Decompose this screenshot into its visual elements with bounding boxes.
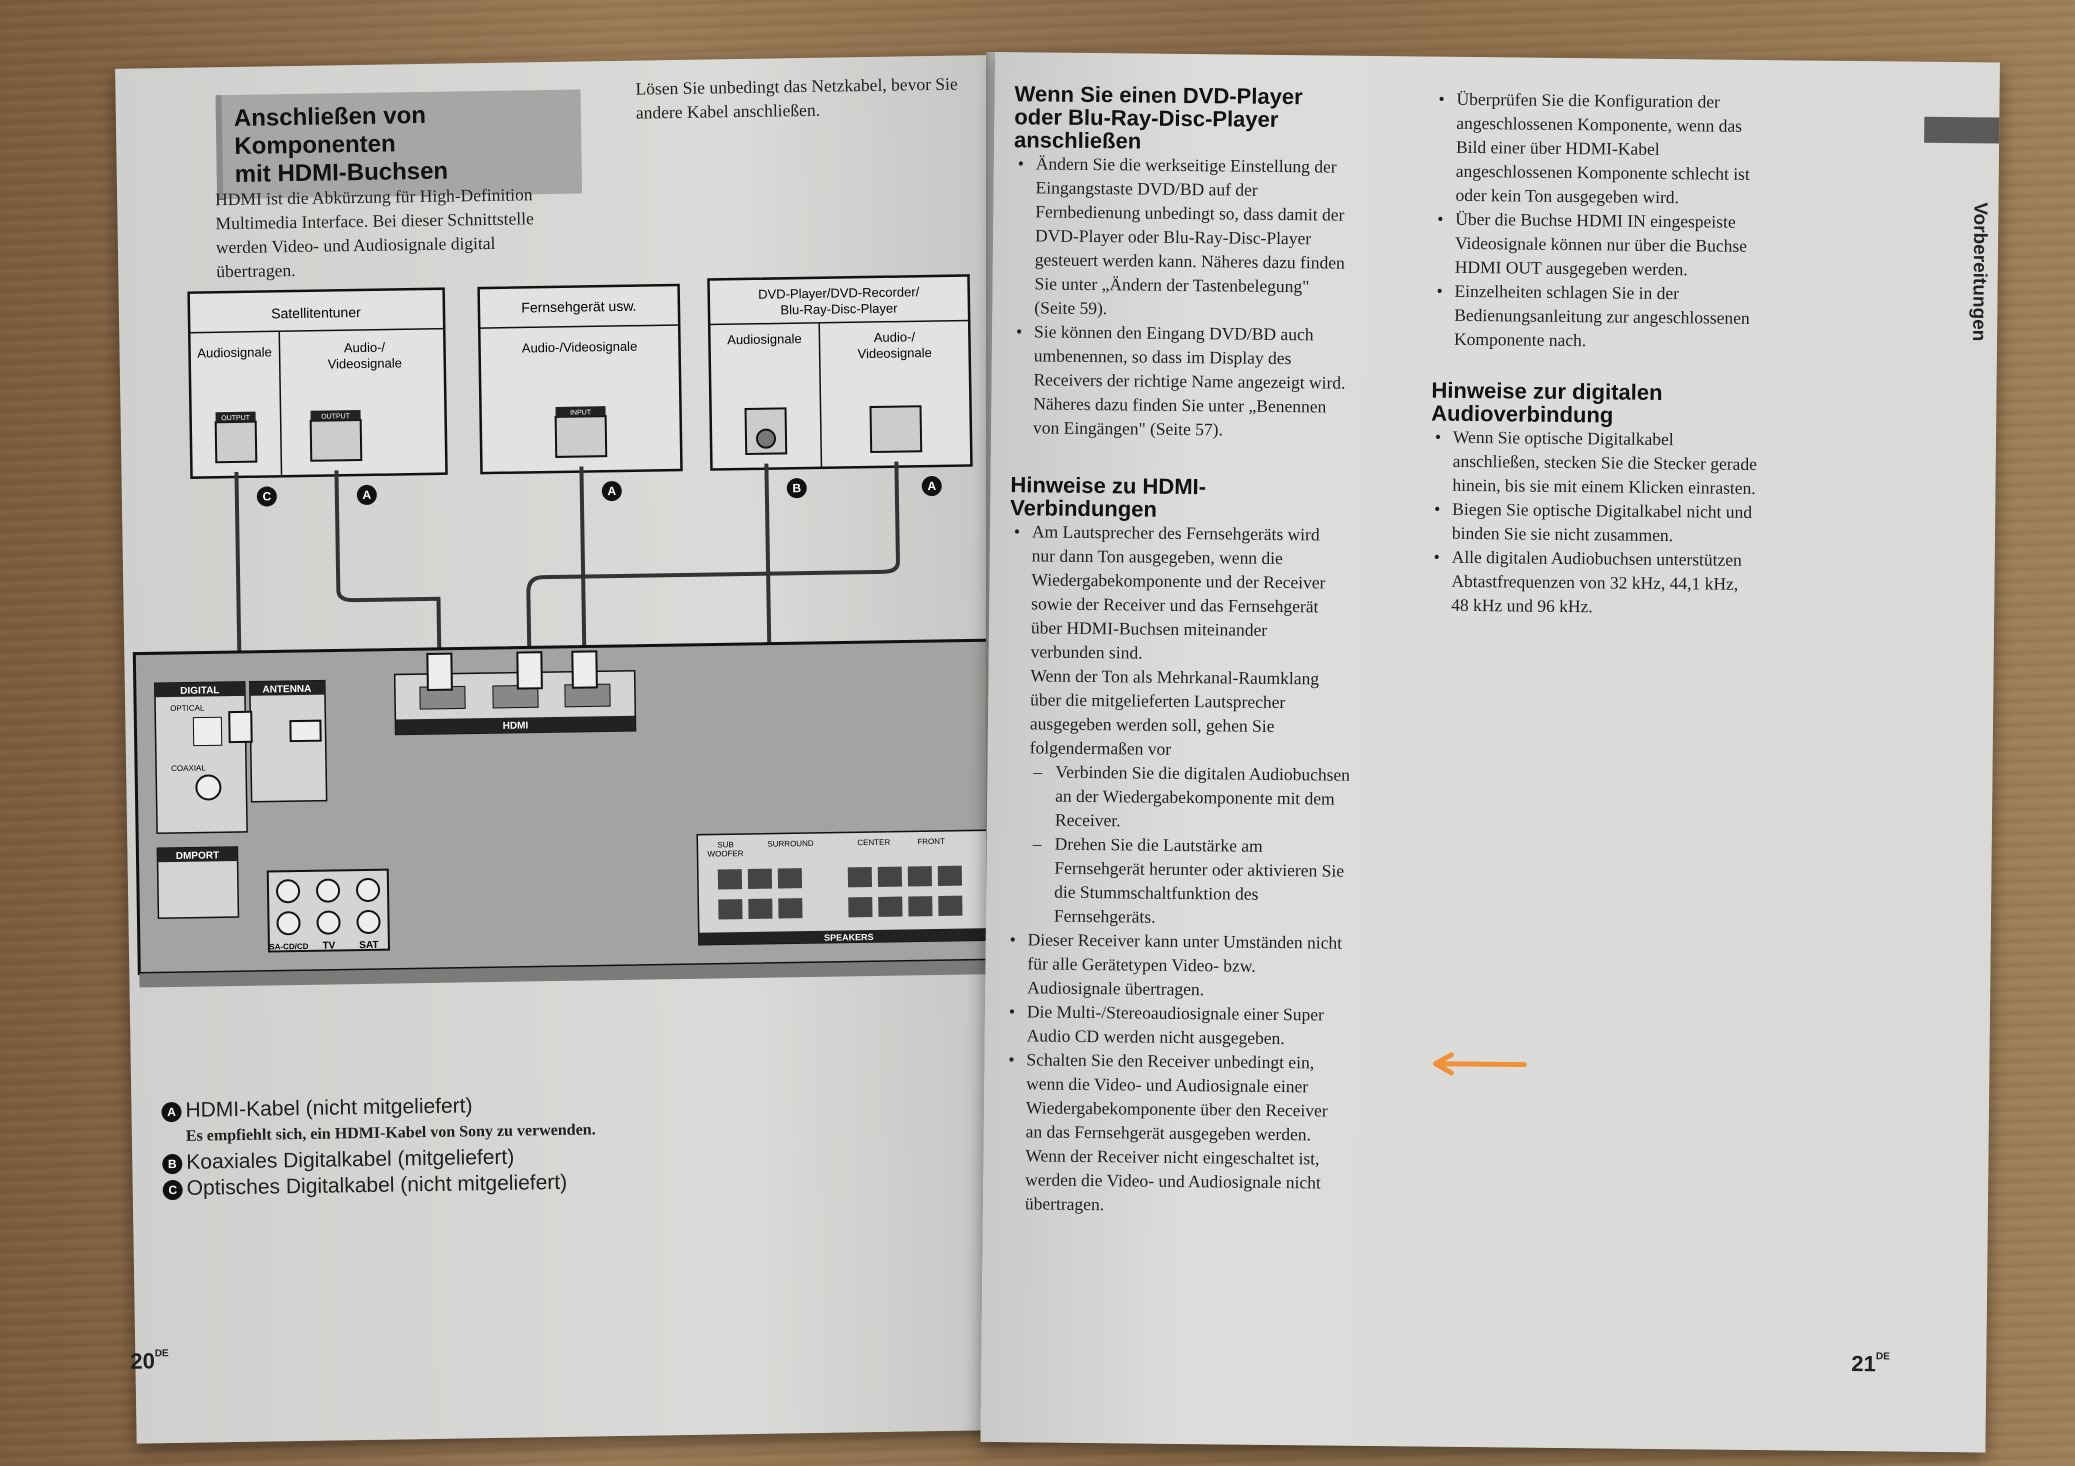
jack-label: OUTPUT: [221, 415, 251, 422]
bullet-item: Biegen Sie optische Digitalkabel nicht u…: [1430, 497, 1850, 549]
legend-marker-a: A: [161, 1101, 182, 1123]
page-number: 21: [1851, 1351, 1876, 1377]
marker-a: A: [362, 488, 371, 502]
cable-markers: C A A B A: [256, 476, 942, 507]
jack-label: OUTPUT: [321, 413, 351, 420]
chapter-tab: [1924, 116, 2000, 144]
legend-text: Optisches Digitalkabel (nicht mitgeliefe…: [186, 1170, 568, 1200]
legend-text: Koaxiales Digitalkabel (mitgeliefert): [186, 1145, 515, 1174]
tv-title: Fernsehgerät usw.: [521, 298, 636, 316]
heading-dvd: Wenn Sie einen DVD-Player oder Blu-Ray-D…: [1014, 81, 1420, 155]
bullet-item: Schalten Sie den Receiver unbedingt ein,…: [1003, 1047, 1410, 1219]
bullet-item: Wenn Sie optische Digitalkabelanschließe…: [1430, 425, 1851, 501]
hdmi-output-jack: [869, 405, 923, 454]
hdmi-cable-sat: [334, 470, 442, 659]
title-line: Anschließen von Komponenten: [233, 101, 427, 160]
column-2: Überprüfen Sie die Konfiguration derange…: [1429, 87, 1855, 621]
optical-output-jack: [214, 420, 258, 464]
page-number-right: 21DE: [1851, 1351, 1890, 1377]
panel-front: FRONT: [917, 837, 945, 846]
panel-digital: DIGITAL: [180, 685, 219, 697]
marker-a: A: [927, 479, 936, 493]
dvd-audio-label: Audiosignale: [727, 331, 802, 347]
panel-center: CENTER: [857, 838, 890, 848]
panel-dmport: DMPORT: [176, 850, 220, 862]
tv-av-label: Audio-/Videosignale: [522, 339, 638, 356]
jack-label-bg: [555, 406, 606, 417]
dvd-title: DVD-Player/DVD-Recorder/: [758, 284, 920, 302]
bullet-item: Ändern Sie die werkseitige Einstellung d…: [1012, 151, 1419, 323]
hdmi-output-jack: [309, 418, 363, 462]
jack-label-bg: [310, 410, 361, 421]
hdmi-cable-tv: [579, 466, 587, 657]
dvd-title: Blu-Ray-Disc-Player: [780, 301, 898, 318]
legend-text: HDMI-Kabel (nicht mitgeliefert): [185, 1094, 473, 1122]
page-left: Anschließen von Komponenten mit HDMI-Buc…: [115, 55, 1017, 1444]
hdmi-input-jack: [554, 415, 608, 458]
jack-label-bg: [215, 411, 256, 423]
legend-marker-c: C: [162, 1179, 183, 1201]
page-right: Vorbereitungen Wenn Sie einen DVD-Player…: [980, 52, 2000, 1453]
panel-coaxial: COAXIAL: [171, 763, 206, 773]
receiver-rear-panel: DIGITAL OPTICAL COAXIAL ANTENNA HDMI DMP…: [132, 638, 1011, 988]
dash-item: Verbinden Sie die digitalen Audiobuchsen…: [1029, 759, 1413, 835]
bullet-item: Sie können den Eingang DVD/BD auchumbene…: [1011, 319, 1417, 443]
cable-plugs: [228, 650, 598, 744]
sat-title: Satellitentuner: [271, 304, 361, 321]
satellite-tuner-box: Satellitentuner Audiosignale Audio-/ Vid…: [187, 287, 448, 479]
page-number: 20: [130, 1348, 156, 1374]
dvd-av-label: Audio-/: [874, 329, 916, 345]
column-1: Wenn Sie einen DVD-Player oder Blu-Ray-D…: [1003, 81, 1420, 1219]
panel-sacd: SA-CD/CD: [269, 942, 308, 952]
tv-box: Fernsehgerät usw. Audio-/Videosignale IN…: [477, 283, 683, 475]
bullet-item: Überprüfen Sie die Konfiguration derange…: [1433, 87, 1854, 211]
marker-c: C: [262, 489, 271, 503]
dash-item: Drehen Sie die Lautstärke amFernsehgerät…: [1028, 831, 1412, 931]
panel-subwoofer: SUB: [717, 840, 734, 849]
text-line: 48 kHz und 96 kHz.: [1451, 594, 1593, 617]
jack-label: INPUT: [570, 409, 592, 416]
panel-antenna: ANTENNA: [262, 684, 311, 696]
legend-marker-b: B: [162, 1153, 183, 1175]
sat-av-label: Audio-/: [344, 340, 386, 356]
warning-text: Lösen Sie unbedingt das Netzkabel, bevor…: [635, 71, 1016, 125]
panel-speakers: SPEAKERS: [824, 932, 874, 943]
bullet-item: Dieser Receiver kann unter Umständen nic…: [1005, 927, 1411, 1003]
heading-digital: Hinweise zur digitalen Audioverbindung: [1431, 378, 1851, 429]
text-line: Komponente nach.: [1453, 328, 1587, 351]
bullet-item: Über die Buchse HDMI IN eingespeisteVide…: [1433, 207, 1854, 283]
bullet-item: Am Lautsprecher des Fernsehgeräts wirdnu…: [1006, 519, 1415, 931]
bullet-item: Alle digitalen Audiobuchsen unterstützen…: [1429, 545, 1850, 621]
sat-audio-label: Audiosignale: [197, 344, 272, 360]
panel-sat: SAT: [359, 940, 378, 951]
dvd-av-label: Videosignale: [857, 345, 931, 361]
panel-tv: TV: [322, 940, 335, 951]
text-line: andere Kabel anschließen.: [635, 99, 821, 123]
panel-surround: SURROUND: [767, 839, 814, 849]
hdmi-cable-dvd: [526, 461, 900, 658]
text-line: übertragen.: [1024, 1193, 1105, 1215]
marker-b: B: [792, 481, 801, 495]
heading-hdmi: Hinweise zu HDMI- Verbindungen: [1010, 472, 1415, 523]
panel-optical: OPTICAL: [170, 703, 205, 713]
page-suffix: DE: [1875, 1351, 1890, 1363]
bullet-item-highlighted: Die Multi-/Stereoaudiosignale einer Supe…: [1005, 999, 1410, 1051]
marker-a: A: [607, 484, 616, 498]
orange-arrow-icon: [1432, 1052, 1527, 1076]
dvd-player-box: DVD-Player/DVD-Recorder/ Blu-Ray-Disc-Pl…: [707, 274, 973, 471]
rca-jacks: [266, 868, 390, 953]
sat-av-label: Videosignale: [328, 355, 402, 371]
text-line: von Eingängen" (Seite 57).: [1032, 417, 1224, 440]
page-number-left: 20DE: [130, 1348, 169, 1375]
bullet-item: Einzelheiten schlagen Sie in derBedienun…: [1432, 279, 1853, 355]
connection-diagram: Satellitentuner Audiosignale Audio-/ Vid…: [132, 274, 1011, 988]
panel-subwoofer: WOOFER: [707, 849, 743, 859]
panel-hdmi: HDMI: [503, 720, 529, 731]
page-suffix: DE: [154, 1348, 169, 1360]
chapter-label: Vorbereitungen: [1968, 202, 1991, 342]
